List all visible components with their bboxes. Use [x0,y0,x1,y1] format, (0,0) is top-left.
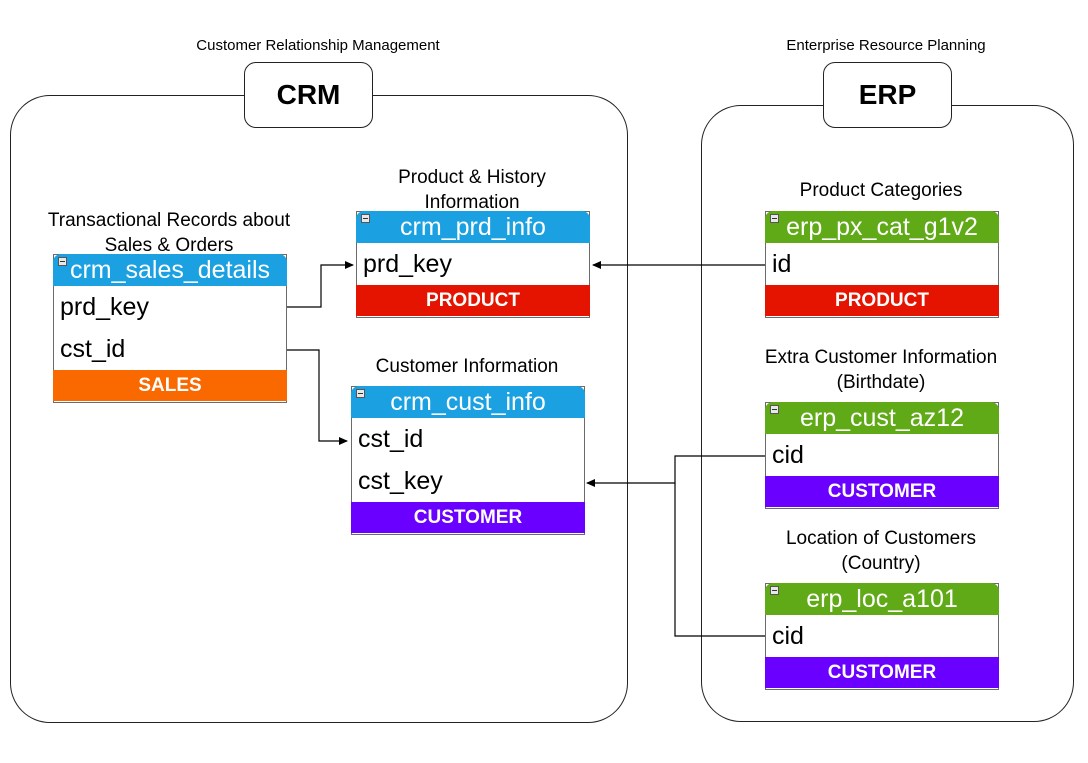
table-name: erp_loc_a101 [806,585,958,613]
sales-description-line: Sales & Orders [104,235,234,256]
prd-description-line: Product & History [398,167,546,188]
loc-description: Location of Customers (Country) [740,526,1022,576]
sales-description-line: Transactional Records about [47,210,291,231]
erp-header-box: ERP [823,62,952,128]
cust-description-line: Customer Information [375,356,559,377]
table-tag: SALES [53,370,287,401]
table-crm-cust-info[interactable]: crm_cust_info cst_id cst_key CUSTOMER [351,386,585,535]
pxcat-description: Product Categories [740,178,1022,203]
connector-loc-cust [674,483,765,637]
custaz-description-line: Extra Customer Information [764,347,998,368]
loc-description-line: Location of Customers [785,528,977,549]
field-cid[interactable]: cid [772,622,804,650]
table-erp-px-cat-g1v2[interactable]: erp_px_cat_g1v2 id PRODUCT [765,211,999,318]
crm-header-box: CRM [244,62,373,128]
table-tag: CUSTOMER [765,476,999,507]
erp-caption: Enterprise Resource Planning [786,37,986,54]
table-header: crm_sales_details [53,254,287,286]
table-tag: PRODUCT [356,285,590,316]
crm-label: CRM [276,79,341,110]
connector-sales-prd [287,261,354,308]
table-name: erp_cust_az12 [799,404,964,432]
field-cst-id[interactable]: cst_id [358,425,424,453]
table-tag: CUSTOMER [765,657,999,688]
crm-caption: Customer Relationship Management [196,37,440,54]
table-name: erp_px_cat_g1v2 [786,213,978,241]
table-name: crm_prd_info [400,213,546,241]
field-prd-key[interactable]: prd_key [363,250,452,278]
collapse-minus-icon[interactable] [770,405,779,414]
field-cst-key[interactable]: cst_key [358,467,443,495]
table-tag: CUSTOMER [351,502,585,533]
collapse-minus-icon[interactable] [58,257,67,266]
table-header: erp_cust_az12 [765,402,999,434]
custaz-description: Extra Customer Information (Birthdate) [740,345,1022,395]
connector-custaz-cust [586,455,765,487]
table-header: crm_prd_info [356,211,590,243]
table-erp-loc-a101[interactable]: erp_loc_a101 cid CUSTOMER [765,583,999,690]
field-cst-id[interactable]: cst_id [60,335,126,363]
table-erp-cust-az12[interactable]: erp_cust_az12 cid CUSTOMER [765,402,999,509]
table-header: crm_cust_info [351,386,585,418]
table-name: crm_cust_info [390,388,546,416]
prd-description-line: Information [424,192,520,213]
cust-description: Customer Information [347,354,587,379]
field-cid[interactable]: cid [772,441,804,469]
table-crm-sales-details[interactable]: crm_sales_details prd_key cst_id SALES [53,254,287,403]
prd-description: Product & History Information [352,165,592,215]
table-header: erp_loc_a101 [765,583,999,615]
collapse-minus-icon[interactable] [770,214,779,223]
loc-description-line: (Country) [841,553,921,574]
table-header: erp_px_cat_g1v2 [765,211,999,243]
table-tag: PRODUCT [765,285,999,316]
collapse-minus-icon[interactable] [361,214,370,223]
table-crm-prd-info[interactable]: crm_prd_info prd_key PRODUCT [356,211,590,318]
sales-description: Transactional Records about Sales & Orde… [14,208,324,258]
collapse-minus-icon[interactable] [770,586,779,595]
collapse-minus-icon[interactable] [356,389,365,398]
table-name: crm_sales_details [69,256,271,284]
custaz-description-line: (Birthdate) [836,372,926,393]
field-id[interactable]: id [772,250,792,278]
field-prd-key[interactable]: prd_key [60,293,149,321]
connector-sales-cust [287,349,348,445]
pxcat-description-line: Product Categories [799,180,963,201]
erp-label: ERP [858,79,917,110]
